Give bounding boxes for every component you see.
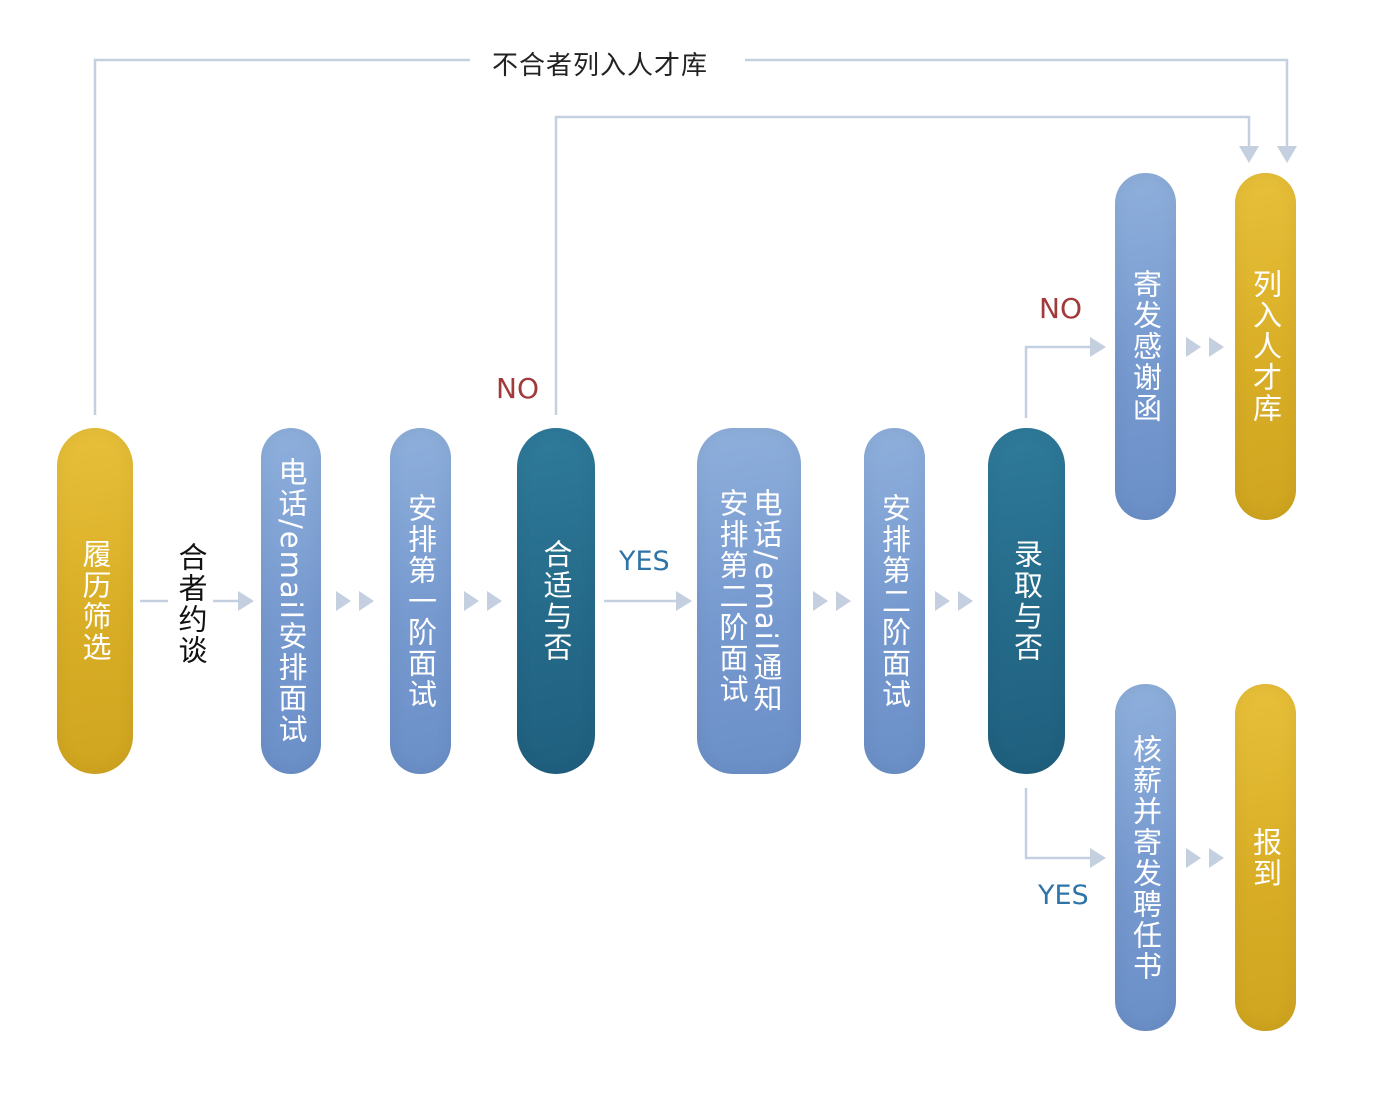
- top-loop-line-right: [745, 58, 1289, 148]
- node-fit-decision-text: 合适与否: [539, 539, 573, 663]
- node-second-interview: 安排第二阶面试: [864, 428, 925, 774]
- double-arrow-notice-to-second: [813, 591, 851, 611]
- hire-no-branch-line: [1024, 345, 1092, 418]
- top-loop-label: 不合者列入人才库: [492, 51, 709, 81]
- fit-no-loop-line: [554, 115, 1251, 415]
- double-arrow-first-to-fit: [464, 591, 502, 611]
- arrowhead-to-phone: [238, 591, 254, 611]
- double-arrow-second-to-hire: [935, 591, 973, 611]
- node-resume-screening: 履历筛选: [57, 428, 133, 774]
- hire-yes-branch-line: [1024, 788, 1092, 860]
- arrowhead-to-second-notice: [676, 591, 692, 611]
- top-loop-line-left: [93, 58, 470, 415]
- fit-no-label: NO: [496, 372, 539, 405]
- node-second-interview-text: 安排第二阶面试: [877, 492, 912, 710]
- node-second-notice-text: 电话/email通知 安排第二阶面试: [715, 488, 783, 714]
- double-arrow-thank-to-pool: [1186, 337, 1224, 357]
- node-hire-decision: 录取与否: [988, 428, 1065, 774]
- node-fit-decision: 合适与否: [517, 428, 595, 774]
- arrowhead-to-salary-offer: [1090, 848, 1106, 868]
- node-phone-schedule: 电话/email安排面试: [261, 428, 321, 774]
- node-first-interview-text: 安排第一阶面试: [403, 492, 438, 710]
- double-arrow-phone-to-first: [336, 591, 374, 611]
- node-talent-pool: 列入人才库: [1235, 173, 1296, 520]
- node-thank-you-letter: 寄发感谢函: [1115, 173, 1176, 520]
- node-salary-offer: 核薪并寄发聘任书: [1115, 684, 1176, 1031]
- node-talent-pool-text: 列入人才库: [1248, 269, 1283, 424]
- node-report-duty: 报到: [1235, 684, 1296, 1031]
- arrowhead-talent-pool-fit: [1239, 146, 1259, 163]
- arrowhead-to-thank-you: [1090, 337, 1106, 357]
- node-second-notice: 电话/email通知 安排第二阶面试: [697, 428, 801, 774]
- hire-yes-label: YES: [1038, 880, 1089, 911]
- hire-no-label: NO: [1039, 292, 1082, 325]
- node-thank-you-letter-text: 寄发感谢函: [1128, 269, 1163, 424]
- node-first-interview: 安排第一阶面试: [390, 428, 451, 774]
- node-resume-screening-text: 履历筛选: [78, 539, 112, 663]
- node-hire-decision-text: 录取与否: [1009, 539, 1044, 663]
- qualified-interview-label: 合者约谈: [174, 542, 208, 666]
- node-phone-schedule-text: 电话/email安排面试: [274, 457, 308, 745]
- node-report-duty-text: 报到: [1248, 826, 1283, 889]
- node-salary-offer-text: 核薪并寄发聘任书: [1128, 733, 1163, 982]
- double-arrow-offer-to-report: [1186, 848, 1224, 868]
- fit-yes-label: YES: [619, 546, 670, 577]
- arrowhead-talent-pool-top: [1277, 146, 1297, 163]
